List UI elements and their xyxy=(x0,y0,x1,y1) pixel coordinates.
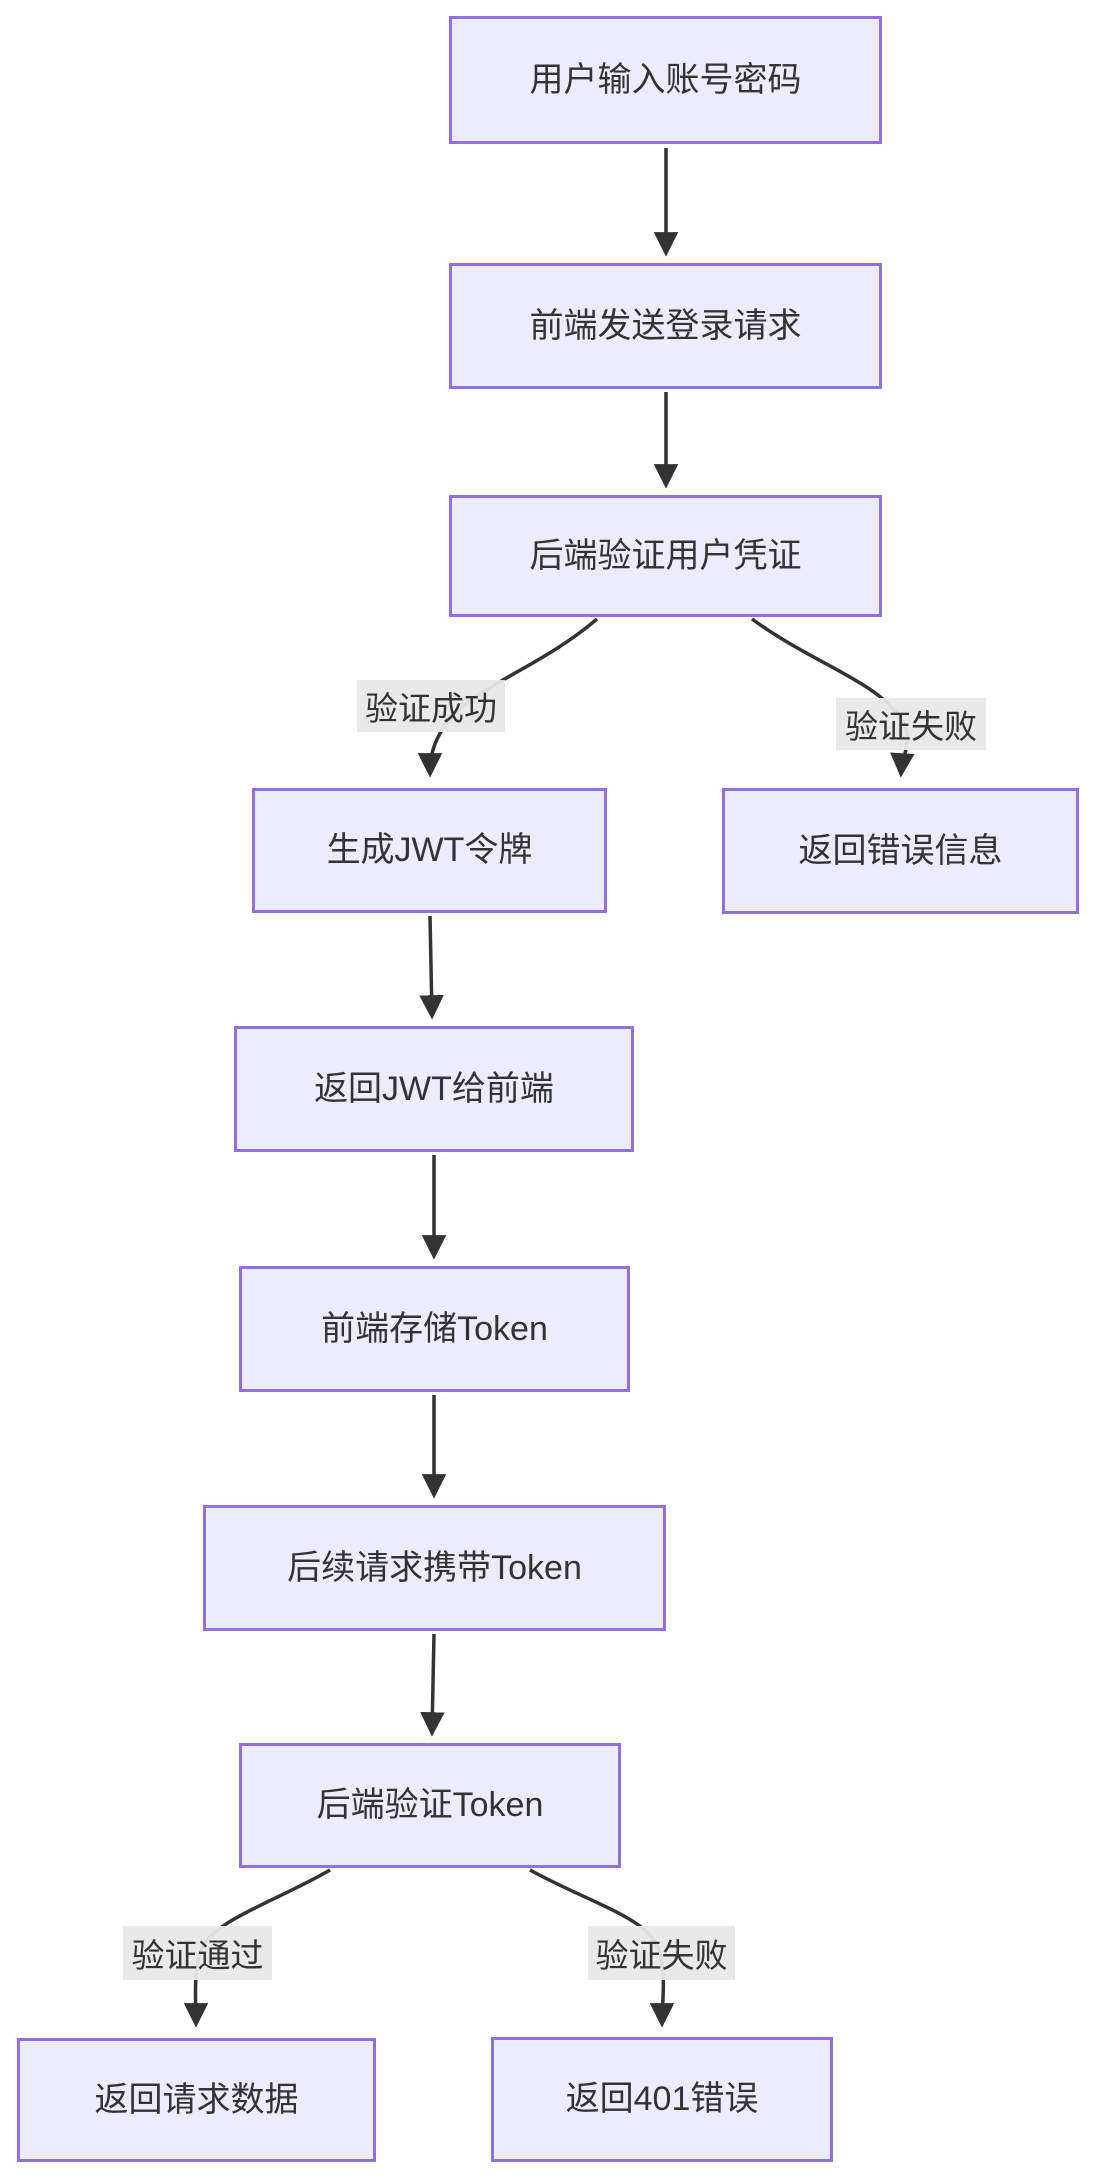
node-frontend-send-login: 前端发送登录请求 xyxy=(449,263,882,389)
node-backend-verify-token: 后端验证Token xyxy=(239,1743,621,1868)
edge-carry-to-verifytoken xyxy=(420,1633,445,1737)
node-backend-verify-credentials: 后端验证用户凭证 xyxy=(449,495,882,617)
node-return-request-data: 返回请求数据 xyxy=(17,2038,376,2162)
edge-genjwt-to-returnjwt xyxy=(419,915,444,1020)
edge-label-token-fail: 验证失败 xyxy=(588,1926,735,1980)
node-return-401-error: 返回401错误 xyxy=(491,2037,833,2162)
node-user-input-credentials: 用户输入账号密码 xyxy=(449,16,882,144)
node-return-error-info: 返回错误信息 xyxy=(722,788,1079,914)
node-requests-carry-token: 后续请求携带Token xyxy=(203,1505,666,1631)
node-return-jwt-to-frontend: 返回JWT给前端 xyxy=(234,1026,634,1152)
edge-label-token-pass: 验证通过 xyxy=(123,1926,272,1980)
node-generate-jwt: 生成JWT令牌 xyxy=(252,788,607,913)
edge-label-verify-fail: 验证失败 xyxy=(836,698,986,750)
node-frontend-store-token: 前端存储Token xyxy=(239,1266,630,1392)
edge-label-verify-success: 验证成功 xyxy=(357,680,505,732)
edge-verify-fail-curve xyxy=(750,617,915,778)
